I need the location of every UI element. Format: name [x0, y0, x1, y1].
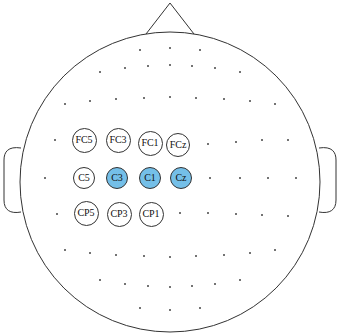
electrode: CP3	[107, 202, 132, 227]
left-ear	[4, 148, 21, 213]
right-ear	[319, 148, 336, 213]
head-circle	[20, 32, 320, 332]
electrode: CP1	[139, 202, 164, 227]
electrode-dots	[44, 47, 297, 311]
electrode-label: C3	[111, 173, 123, 183]
electrode-label: FCz	[170, 140, 187, 150]
electrode-label: C1	[144, 173, 156, 183]
selected-electrode: C3	[106, 167, 128, 189]
selected-electrode: C1	[139, 167, 161, 189]
electrode: FCz	[166, 133, 190, 157]
electrode-label: FC5	[75, 135, 92, 145]
electrode: FC5	[72, 128, 97, 153]
electrode-label: CP3	[110, 209, 127, 219]
electrode: FC3	[106, 128, 131, 153]
selected-electrode: Cz	[170, 167, 192, 189]
electrode-label: CP1	[142, 209, 159, 219]
electrode: C5	[73, 167, 95, 189]
electrode: CP5	[74, 201, 99, 226]
nose	[146, 3, 194, 34]
electrode-label: Cz	[175, 173, 186, 183]
electrode-label: FC3	[109, 135, 126, 145]
electrode: FC1	[138, 131, 163, 156]
electrode-label: FC1	[141, 138, 158, 148]
electrode-label: C5	[78, 173, 90, 183]
electrode-label: CP5	[77, 208, 94, 218]
